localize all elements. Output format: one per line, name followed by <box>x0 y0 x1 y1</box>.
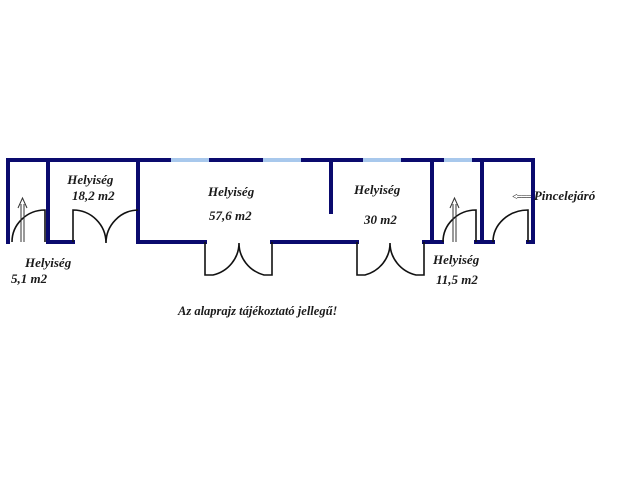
disclaimer-note: Az alaprajz tájékoztató jellegű! <box>178 304 338 318</box>
left-arrow-icon: <=== <box>512 192 532 203</box>
basement-entrance-label: <=== Pincelejáró <box>512 188 595 204</box>
up-arrow-icon <box>449 196 460 242</box>
basement-entrance-text: Pincelejáró <box>533 188 596 203</box>
room-label-2: Helyiség 18,2 m2 <box>66 172 115 204</box>
arrows <box>17 196 460 242</box>
room-name: Helyiség <box>25 255 72 270</box>
room-area: 30 m2 <box>364 212 397 227</box>
room-area: 57,6 m2 <box>209 208 252 223</box>
room-name: Helyiség <box>208 184 255 199</box>
room-name: Helyiség <box>433 252 480 267</box>
room-name: Helyiség <box>354 182 401 197</box>
room-label-1: Helyiség 5,1 m2 <box>11 255 72 287</box>
room-label-3: Helyiség 57,6 m2 <box>208 180 254 228</box>
doors <box>11 209 529 276</box>
room-area: 5,1 m2 <box>11 271 48 286</box>
room-name: Helyiség <box>67 172 114 187</box>
room-label-5: Helyiség 11,5 m2 <box>433 250 479 290</box>
room-area: 18,2 m2 <box>72 188 115 203</box>
room-label-4: Helyiség 30 m2 <box>354 175 400 235</box>
up-arrow-icon <box>17 196 28 242</box>
room-area: 11,5 m2 <box>436 272 478 287</box>
